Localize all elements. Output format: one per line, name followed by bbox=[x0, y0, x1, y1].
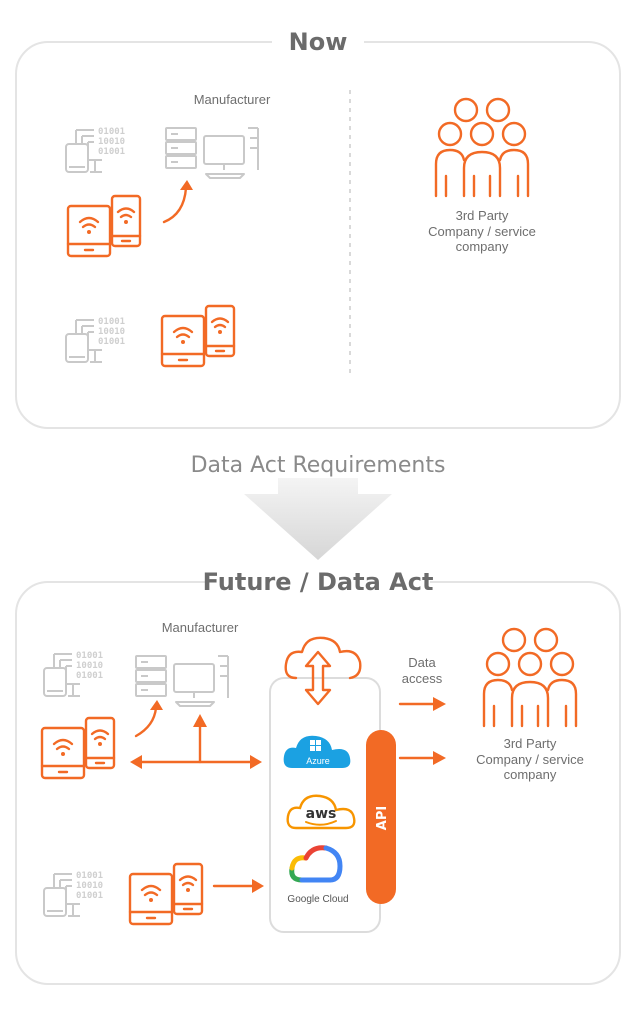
down-arrow bbox=[244, 478, 392, 560]
future-title: Future / Data Act bbox=[203, 568, 434, 596]
aws-logo: aws bbox=[286, 794, 356, 830]
google-cloud-logo: Google Cloud bbox=[287, 845, 349, 905]
gray-device-icon bbox=[43, 870, 105, 917]
now-title: Now bbox=[289, 28, 348, 56]
data-access-arrow-head bbox=[433, 697, 446, 711]
future-panel: Future / Data Act Manufacturer bbox=[15, 566, 621, 985]
data-act-requirements-label: Data Act Requirements bbox=[191, 453, 446, 478]
future-third-party-label-line-2: Company / service bbox=[476, 752, 584, 767]
upload-arrow-head bbox=[150, 700, 163, 710]
future-third-party-label-line-1: 3rd Party bbox=[504, 736, 557, 751]
future-third-party-label-line-3: company bbox=[504, 767, 557, 782]
now-third-party-label-line-1: 3rd Party bbox=[456, 208, 509, 223]
api-label: API bbox=[375, 806, 390, 830]
data-access-label-line-2: access bbox=[402, 671, 443, 686]
manufacturer-computer-icon bbox=[135, 655, 229, 707]
up-branch-arrow-head bbox=[193, 714, 207, 727]
connected-devices-icon bbox=[40, 716, 116, 780]
cloud-sync-icon bbox=[284, 636, 362, 706]
future-manufacturer-label: Manufacturer bbox=[162, 620, 239, 635]
google-cloud-label: Google Cloud bbox=[287, 894, 348, 905]
api-access-arrow-head bbox=[433, 751, 446, 765]
connected-devices-icon bbox=[66, 194, 142, 258]
now-third-party-label-line-2: Company / service bbox=[428, 224, 536, 239]
data-access-label-line-1: Data bbox=[408, 655, 436, 670]
azure-logo: Azure bbox=[283, 735, 351, 768]
upload-arrow bbox=[162, 186, 188, 224]
arrow-head-right bbox=[250, 755, 262, 769]
devices-to-cloud-arrow-head bbox=[252, 879, 264, 893]
manufacturer-computer-icon bbox=[165, 127, 259, 179]
api-bar bbox=[366, 730, 396, 904]
third-party-people-icon bbox=[482, 627, 578, 728]
third-party-people-icon bbox=[434, 97, 530, 198]
azure-label: Azure bbox=[306, 756, 330, 766]
transition: Data Act Requirements bbox=[191, 453, 446, 560]
upload-arrow-head bbox=[180, 180, 193, 190]
now-panel: Now Manufacturer 3rd Party Company / ser… bbox=[15, 26, 621, 429]
gray-device-icon bbox=[43, 650, 105, 697]
connected-devices-icon bbox=[160, 304, 236, 368]
now-manufacturer-label: Manufacturer bbox=[194, 92, 271, 107]
gray-device-icon bbox=[65, 316, 127, 363]
upload-arrow bbox=[134, 706, 158, 738]
aws-label: aws bbox=[306, 806, 337, 822]
now-third-party-label-line-3: company bbox=[456, 239, 509, 254]
gray-device-icon bbox=[65, 126, 127, 173]
arrow-head-left bbox=[130, 755, 142, 769]
connected-devices-icon bbox=[128, 862, 204, 926]
